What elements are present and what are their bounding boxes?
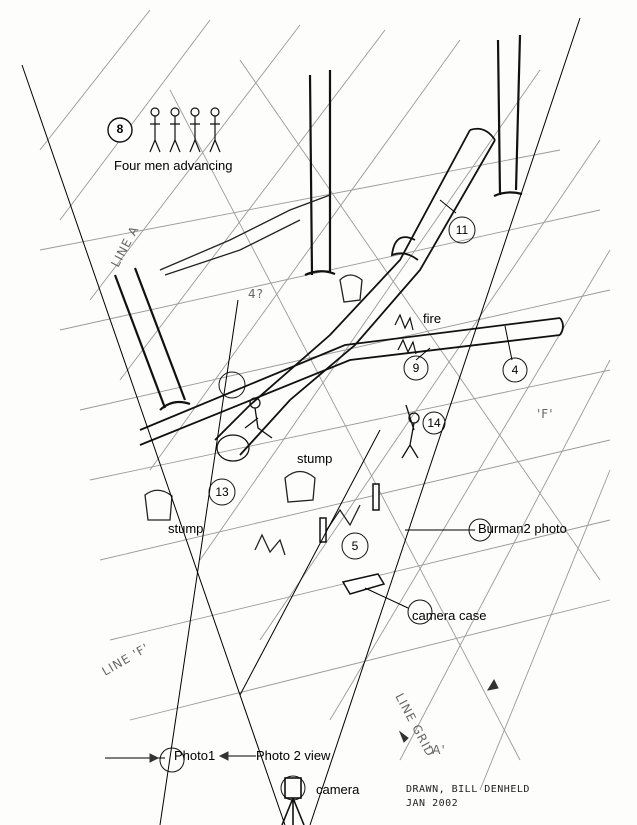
marker-13-label: 13 <box>215 485 229 499</box>
view-lines <box>21 17 581 825</box>
four-question-label: 4? <box>248 287 264 301</box>
marker-5-label: 5 <box>352 539 359 553</box>
photo1-label: Photo1 <box>174 748 215 763</box>
posts <box>319 483 380 543</box>
marker-11-label: 11 <box>456 223 469 237</box>
running-man-figure <box>401 404 420 459</box>
photo2-view-label: Photo 2 view <box>256 748 331 763</box>
marker-8: 8 <box>107 117 133 143</box>
empty-marker-circles <box>159 371 492 801</box>
line-a-label: LINE A <box>108 223 141 269</box>
marker-8-label: 8 <box>117 122 124 136</box>
signature-line-1: DRAWN, BILL DENHELD <box>406 784 530 795</box>
camera-case-box <box>341 573 386 595</box>
fire-label: fire <box>423 311 441 326</box>
signature-line-2: JAN 2002 <box>406 798 458 809</box>
marker-9-label: 9 <box>413 361 420 375</box>
f-right-label: 'F' <box>537 407 554 421</box>
fire-marks <box>394 313 417 355</box>
marker-13: 13 <box>208 478 236 506</box>
marker-4-label: 4 <box>512 363 519 377</box>
camera-tripod <box>281 777 305 825</box>
marker-5: 5 <box>341 532 369 560</box>
line-f-label: LINE 'F' <box>100 640 152 678</box>
marker-14: 14 <box>422 411 446 435</box>
a-bottom-label: 'A' <box>428 743 446 757</box>
four-men-figures <box>149 107 221 153</box>
arrows <box>149 678 499 763</box>
standing-trees <box>113 34 523 411</box>
camera-label: camera <box>316 782 360 797</box>
marker-14-label: 14 <box>427 416 441 430</box>
stump-label-center: stump <box>297 451 332 466</box>
marker-11: 11 <box>448 216 476 244</box>
seated-man-figure <box>216 397 273 462</box>
camera-case-label: camera case <box>412 608 486 623</box>
burman2-photo-label: Burman2 photo <box>478 521 567 536</box>
marker-4: 4 <box>502 357 528 383</box>
stump-label-left: stump <box>168 521 203 536</box>
marker-9: 9 <box>403 355 429 381</box>
fallen-log <box>139 127 564 456</box>
diagram-title: Four men advancing <box>114 158 233 173</box>
